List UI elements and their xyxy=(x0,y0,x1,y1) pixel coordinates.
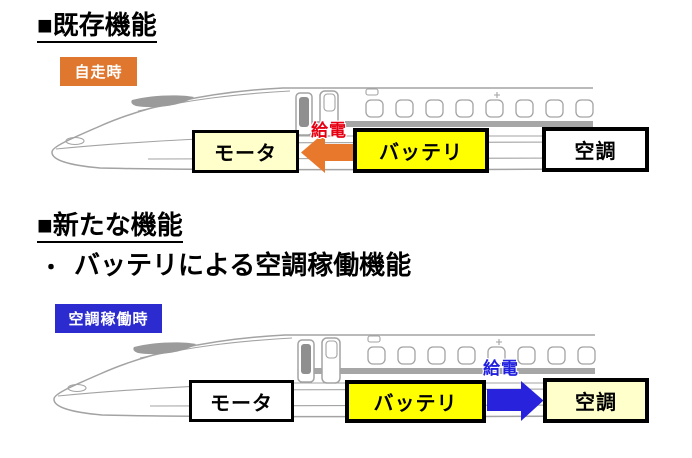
badge-self-running: 自走時 xyxy=(60,57,137,86)
box-aircon-existing: 空調 xyxy=(542,127,649,172)
box-aircon-new: 空調 xyxy=(543,378,649,423)
box-battery-new: バッテリ xyxy=(345,380,486,423)
power-feed-label-existing: 給電 xyxy=(311,121,347,140)
power-feed-label-new: 給電 xyxy=(483,359,519,378)
heading-new-function: ■新たな機能 xyxy=(37,211,183,243)
badge-aircon-operating: 空調稼働時 xyxy=(55,304,162,333)
box-motor-new: モータ xyxy=(189,380,294,422)
heading-existing-function: ■既存機能 xyxy=(37,11,157,43)
power-feed-arrow-right xyxy=(487,381,544,421)
bullet-text-aircon-by-battery: バッテリによる空調稼働機能 xyxy=(74,250,412,280)
box-motor-existing: モータ xyxy=(192,130,299,173)
bullet-marker: ・ xyxy=(40,255,63,280)
box-battery-existing: バッテリ xyxy=(353,128,489,173)
